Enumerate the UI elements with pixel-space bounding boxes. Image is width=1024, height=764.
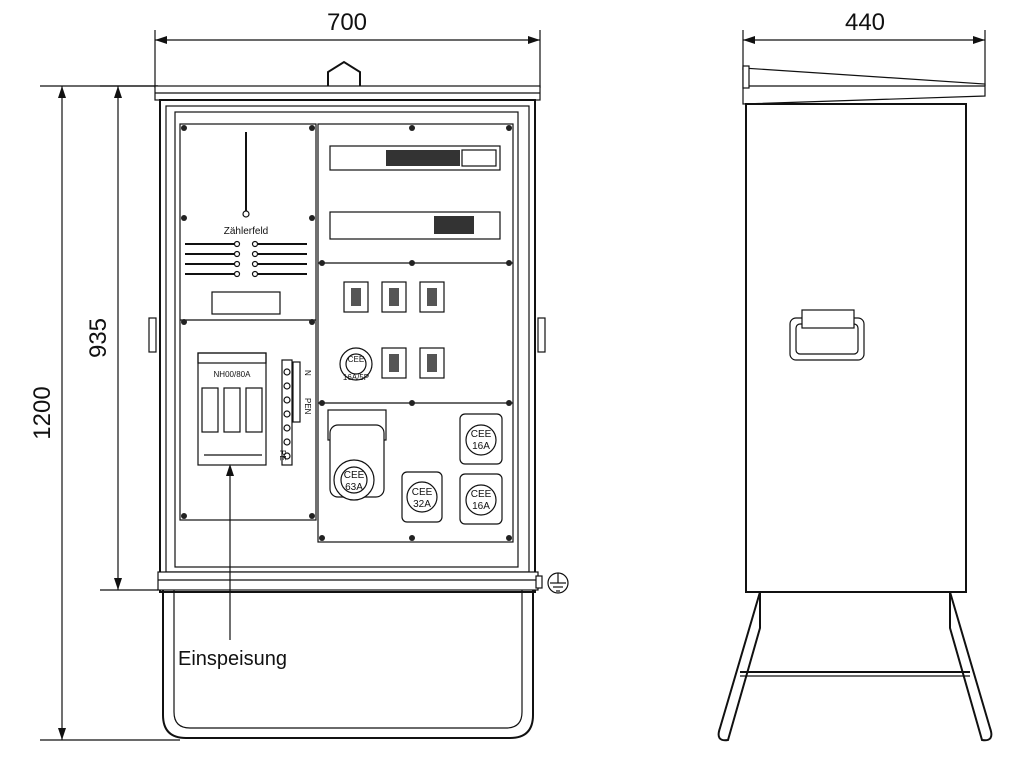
meter-field-label: Zählerfeld (224, 226, 268, 237)
cee32-line2: 32A (413, 499, 431, 510)
front-view: 700 1200 935 (29, 9, 569, 741)
width-dimension-side: 440 (742, 9, 986, 86)
meter-field: Zählerfeld (185, 132, 307, 315)
fuse-label: NH00/80A (214, 370, 252, 379)
terminal-n-label: N (303, 370, 312, 376)
side-body (745, 103, 967, 593)
din-rail-bottom (329, 211, 501, 240)
cee-16a-socket-top: CEE 16A (459, 413, 503, 465)
handle-right (537, 317, 546, 353)
bolts (181, 125, 512, 541)
terminal-pen-label: PEN (303, 398, 312, 415)
schuko-sockets (343, 281, 445, 379)
cee63-line1: CEE (344, 470, 365, 481)
cee-small-line1: CEE (348, 355, 364, 364)
cee16-bottom-line1: CEE (471, 489, 492, 500)
cee63-line2: 63A (345, 482, 363, 493)
width-dimension-front: 700 (154, 9, 541, 88)
lifting-eye (327, 60, 361, 86)
height-dimension-total: 1200 (29, 85, 180, 741)
feed-in-label: Einspeisung (178, 648, 287, 670)
terminal-strip: N PEN PE (278, 359, 312, 466)
cee-16a-socket-bottom: CEE 16A (459, 473, 503, 525)
body-height-label: 935 (85, 318, 112, 358)
cee-small-line2: 16A/5P (343, 373, 369, 382)
cee16-top-line2: 16A (472, 441, 490, 452)
din-rail-top (329, 145, 501, 171)
side-width-label: 440 (845, 9, 885, 36)
main-fuse: NH00/80A (197, 352, 267, 466)
front-width-label: 700 (327, 9, 367, 36)
handle-left (148, 317, 157, 353)
cee-63a-socket: CEE 63A (327, 409, 387, 501)
total-height-label: 1200 (29, 386, 56, 439)
earth-symbol-icon (535, 572, 569, 594)
cee-small-socket: CEE 16A/5P (339, 347, 373, 382)
cabinet-body (159, 99, 536, 593)
base-frame (162, 590, 534, 739)
side-legs (717, 591, 993, 742)
terminal-pe-label: PE (278, 450, 287, 461)
cee32-line1: CEE (412, 487, 433, 498)
cee16-top-line1: CEE (471, 429, 492, 440)
base-beam (157, 571, 539, 591)
feed-in-pointer: Einspeisung (178, 464, 287, 670)
side-view: 440 (717, 9, 993, 742)
cee-32a-socket: CEE 32A (401, 471, 443, 523)
cee16-bottom-line2: 16A (472, 501, 490, 512)
height-dimension-body: 935 (85, 85, 158, 591)
side-handle (789, 309, 865, 361)
